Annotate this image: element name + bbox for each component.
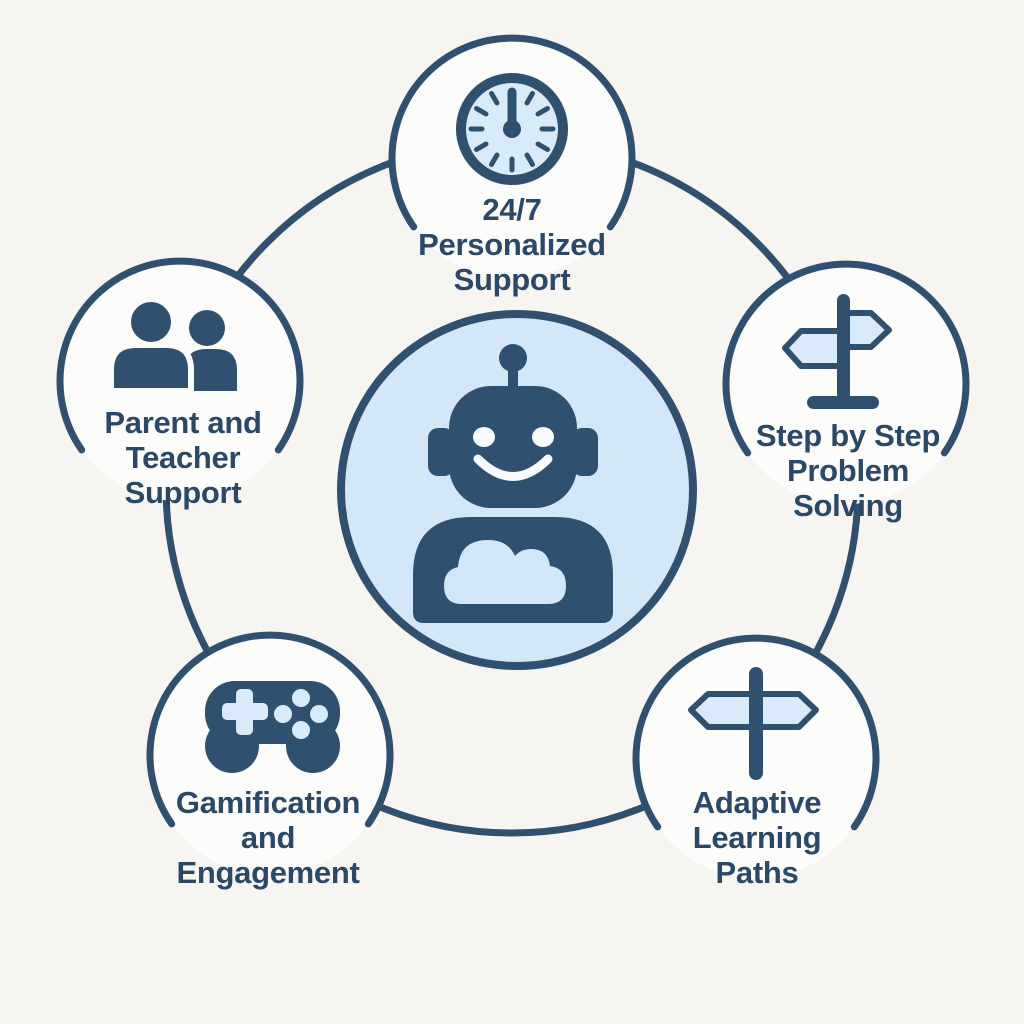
label-line: Problem	[787, 453, 909, 488]
label-line: Solving	[793, 488, 903, 523]
label-line: Teacher	[125, 440, 241, 475]
robot-eye-right	[532, 427, 554, 447]
label-line: Support	[124, 475, 242, 510]
label-line: Personalized	[418, 227, 606, 262]
robot-eye-left	[473, 427, 495, 447]
cloud-icon	[444, 540, 566, 604]
robot-antenna-ball	[499, 344, 527, 372]
gamepad-dpad-vertical	[236, 689, 253, 735]
label-line: and	[240, 820, 296, 855]
node-label-step-by-step: Step by Step Problem Solving	[688, 418, 1008, 523]
robot-smile	[473, 454, 553, 481]
label-line: Adaptive	[692, 785, 822, 820]
label-line: Engagement	[176, 855, 360, 890]
clock-hub	[503, 120, 521, 138]
node-circle-top-stroke	[388, 34, 636, 231]
clock-icon	[456, 73, 568, 185]
gamepad-button-bottom	[292, 721, 310, 739]
signpost-icon	[688, 667, 819, 780]
node-circle-right-stroke	[722, 260, 970, 457]
label-line: Learning	[692, 820, 822, 855]
label-line: Step by Step	[755, 418, 941, 453]
node-circle-bottom-right-stroke	[632, 634, 880, 831]
gamepad-button-left	[274, 705, 292, 723]
robot-ear-right	[572, 428, 598, 476]
clock-ticks	[468, 91, 556, 173]
node-circle-left-stroke	[56, 257, 304, 454]
robot-head	[449, 386, 577, 508]
label-line: Gamification	[175, 785, 361, 820]
person-front-head	[125, 296, 177, 348]
signpost-pole	[749, 667, 763, 780]
sign-arrow-left	[782, 328, 846, 369]
signpost-icon	[782, 294, 892, 409]
label-line: 24/7	[482, 192, 542, 227]
node-label-adaptive-paths: Adaptive Learning Paths	[597, 785, 917, 890]
gamepad-icon	[205, 681, 340, 773]
robot-ear-left	[428, 428, 454, 476]
person-back-body	[185, 349, 237, 391]
label-line: Parent and	[104, 405, 262, 440]
node-circle-bottom-left-stroke	[146, 631, 394, 828]
person-front-body	[108, 342, 194, 394]
signpost-pole	[837, 294, 850, 404]
gamepad-button-right	[310, 705, 328, 723]
person-back-head	[189, 310, 225, 346]
label-line: Paths	[715, 855, 799, 890]
node-label-24-7-support: 24/7 Personalized Support	[352, 192, 672, 297]
people-icon	[108, 296, 237, 394]
node-label-parent-teacher: Parent and Teacher Support	[23, 405, 343, 510]
robot-icon	[413, 344, 613, 623]
label-line: Support	[453, 262, 571, 297]
node-label-gamification: Gamification and Engagement	[108, 785, 428, 890]
signpost-base	[807, 396, 879, 409]
gamepad-button-top	[292, 689, 310, 707]
robot-antenna-stem	[508, 362, 518, 394]
